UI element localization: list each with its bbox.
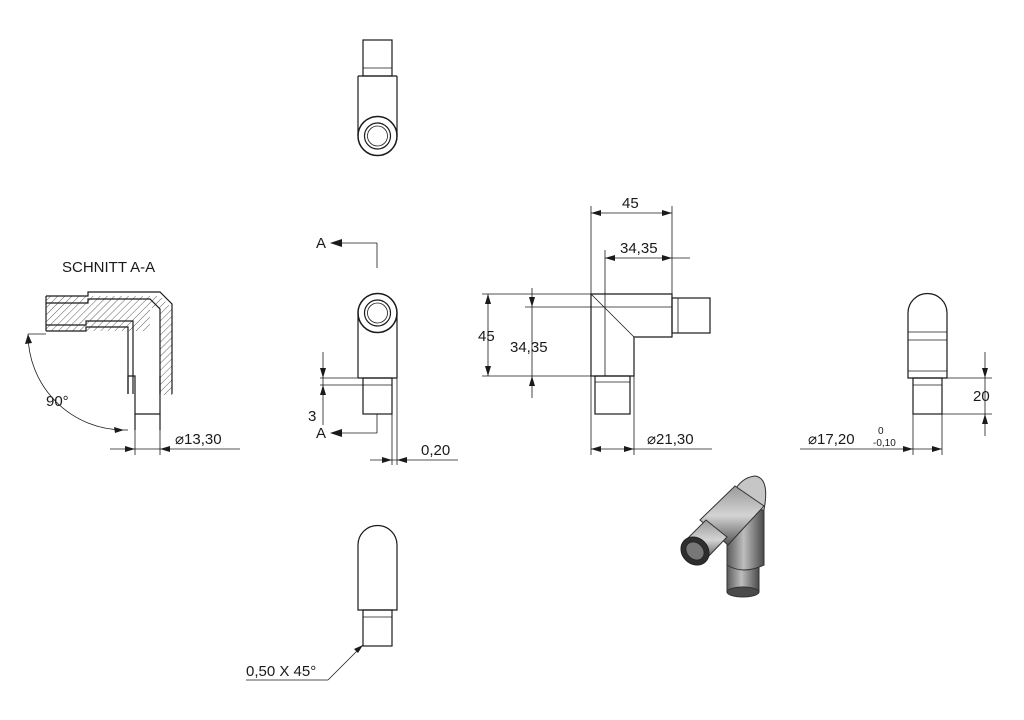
dim-front-diameter: ⌀21,30 bbox=[647, 431, 694, 448]
side-view: A 3 A 0,20 bbox=[308, 235, 458, 465]
dim-right-tol-upper: 0 bbox=[878, 426, 884, 437]
section-view: SCHNITT A-A 90° ⌀13,30 bbox=[25, 259, 240, 455]
dim-front-width-overall: 45 bbox=[622, 195, 639, 212]
dim-section-diameter: ⌀13,30 bbox=[175, 431, 222, 448]
section-title: SCHNITT A-A bbox=[62, 259, 155, 276]
dim-side-shoulder: 3 bbox=[308, 408, 316, 425]
section-marker-top: A bbox=[316, 235, 326, 252]
dim-front-height-overall: 45 bbox=[478, 328, 495, 345]
dim-section-angle: 90° bbox=[46, 393, 69, 410]
dim-right-tol-lower: -0,10 bbox=[873, 438, 896, 449]
dim-right-diameter: ⌀17,20 bbox=[808, 431, 855, 448]
section-marker-bottom: A bbox=[316, 425, 326, 442]
top-view bbox=[357, 39, 398, 157]
dim-right-length: 20 bbox=[973, 388, 990, 405]
dim-chamfer: 0,50 X 45° bbox=[246, 663, 316, 680]
front-view: 45 34,35 45 34,35 ⌀21,30 bbox=[478, 195, 712, 455]
dim-front-height-inner: 34,35 bbox=[510, 339, 548, 356]
dim-side-gap: 0,20 bbox=[421, 442, 450, 459]
isometric-render bbox=[680, 475, 767, 598]
bottom-view: 0,50 X 45° bbox=[246, 524, 398, 681]
dim-front-width-inner: 34,35 bbox=[620, 240, 658, 257]
right-view: 20 ⌀17,20 0 -0,10 bbox=[800, 292, 992, 455]
